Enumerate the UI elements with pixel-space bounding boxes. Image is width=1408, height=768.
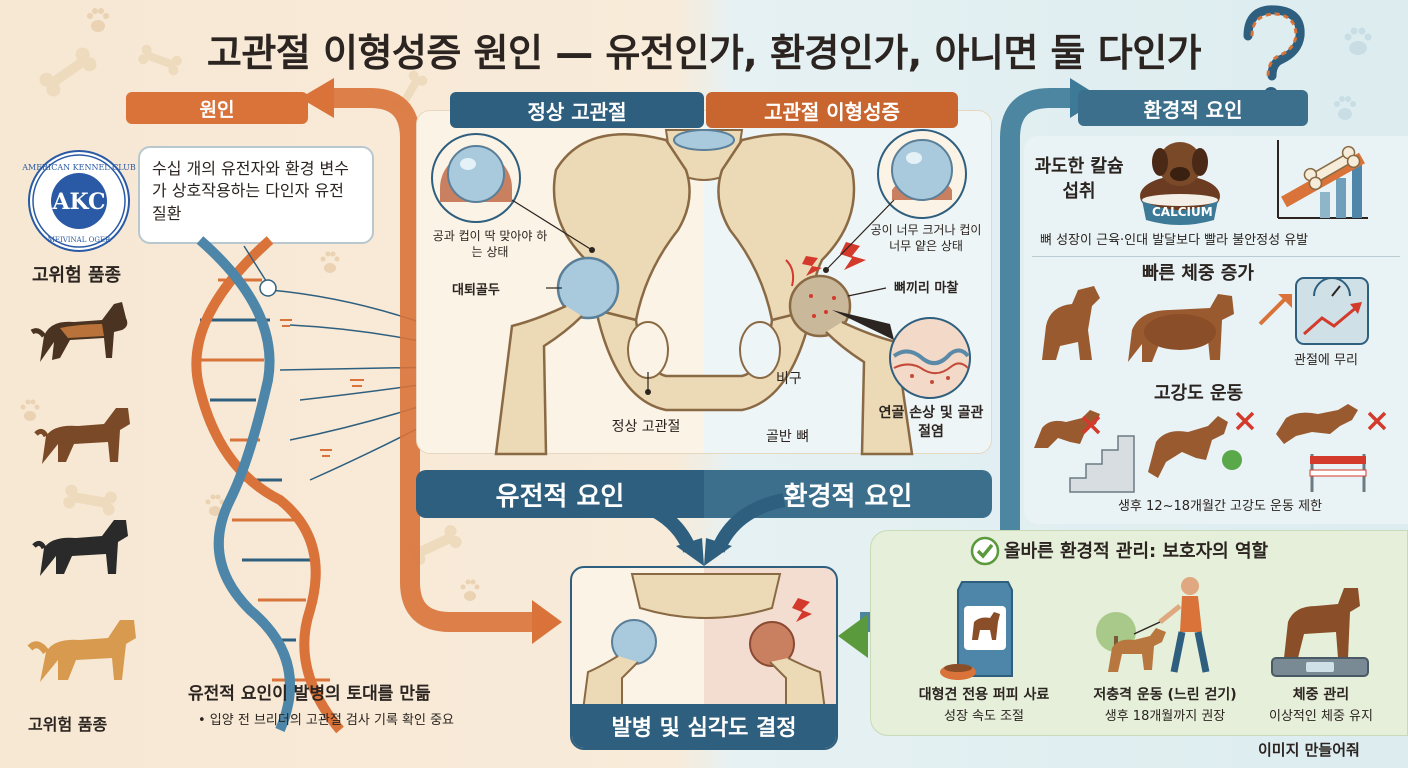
heavy-dog-icon	[1128, 294, 1234, 362]
normal-hip-header: 정상 고관절	[450, 92, 704, 128]
dog-icon	[30, 302, 128, 362]
outcome-panel: 발병 및 심각도 결정	[570, 566, 838, 750]
food-bag-icon	[940, 581, 1013, 680]
management-flow-arrow	[838, 614, 868, 658]
trend-arrow-icon	[1258, 294, 1292, 326]
dysplasia-joint-inset	[877, 129, 967, 219]
multifactor-callout-text: 수십 개의 유전자와 환경 변수가 상호작용하는 다인자 유전 질환	[152, 159, 349, 223]
environmental-factor-band: 환경적 요인	[704, 470, 992, 518]
weighing-dog-icon	[1271, 588, 1369, 677]
converge-arrows	[622, 493, 786, 566]
scale-icon	[1295, 277, 1369, 345]
hurdle-dog-icon	[1276, 404, 1367, 492]
pelvis-bone-label: 골반 뼈	[766, 429, 810, 445]
exercise-title: 고강도 운동	[1154, 383, 1244, 404]
bone-icon	[1303, 145, 1361, 191]
exercise-description: 생후 12~18개월간 고강도 운동 제한	[1118, 499, 1323, 514]
check-icon	[970, 536, 1000, 566]
paw-icon	[1344, 27, 1372, 55]
cartilage-damage-inset	[889, 317, 971, 399]
paw-icon	[1334, 96, 1356, 120]
bone-friction-label: 뼈끼리 마찰	[894, 281, 959, 296]
ball-dog-icon	[1148, 416, 1242, 478]
ball-too-big-label: 공이 너무 크거나 컵이 너무 얕은 상태	[870, 223, 982, 254]
walking-person-dog-icon	[1096, 577, 1210, 673]
cause-header: 원인	[126, 92, 308, 124]
pelvis-illustration	[494, 129, 914, 456]
akc-ring-bottom-text: MEIVINAL OGER	[48, 236, 111, 244]
femoral-head-label: 대퇴골두	[452, 283, 500, 298]
bone-icon	[63, 484, 117, 516]
x-mark-icon	[1367, 411, 1387, 431]
akc-logo-icon: AKC AMERICAN KENNEL CLUB MEIVINAL OGER	[21, 150, 136, 252]
dog-icon	[27, 620, 136, 682]
cartilage-damage-label: 연골 손상 및 골관절염	[878, 405, 984, 440]
callout-connector	[243, 245, 277, 297]
genetic-basis-title: 유전적 요인이 발병의 토대를 만듦	[188, 684, 431, 704]
calcium-title: 과도한 칼슘 섭취	[1034, 156, 1124, 203]
paw-icon	[460, 579, 480, 601]
calcium-description: 뼈 성장이 근육·인대 발달보다 빨라 불안정성 유발	[1040, 233, 1309, 248]
center-leader-lines	[511, 199, 895, 395]
calcium-label: CALCIUM	[1152, 205, 1213, 219]
akc-ring-text: AMERICAN KENNEL CLUB	[21, 163, 136, 172]
bone-icon	[39, 47, 97, 97]
page-title: 고관절 이형성증 원인 — 유전인가, 환경인가, 아니면 둘 다인가	[206, 31, 1202, 75]
calcium-chart-icon	[1277, 140, 1368, 219]
walk-description: 생후 18개월까지 권장	[1104, 709, 1226, 724]
ball-cup-fit-label: 공과 컵이 딱 맞아야 하는 상태	[432, 229, 548, 260]
sitting-dog-icon	[1042, 286, 1100, 360]
weight-management-description: 이상적인 체중 유지	[1269, 709, 1373, 724]
food-title: 대형견 전용 퍼피 사료	[918, 687, 1050, 703]
weight-gain-title: 빠른 체중 증가	[1142, 263, 1254, 284]
multifactor-callout: 수십 개의 유전자와 환경 변수가 상호작용하는 다인자 유전 질환	[138, 146, 374, 244]
akc-logo-text: AKC	[51, 189, 105, 215]
divider	[1032, 256, 1400, 257]
normal-joint-inset	[431, 133, 521, 223]
acetabulum-label: 비구	[776, 371, 802, 387]
paw-icon	[320, 251, 340, 273]
genetic-flow-arrow	[300, 78, 562, 644]
high-risk-breeds-bottom: 고위험 품종	[28, 715, 108, 734]
dna-helix-icon	[191, 236, 344, 734]
environmental-header: 환경적 요인	[1078, 90, 1308, 126]
management-title: 올바른 환경적 관리: 보호자의 역할	[1004, 541, 1269, 562]
dog-icon	[34, 408, 130, 464]
bone-icon	[138, 44, 182, 76]
footer-caption: 이미지 만들어줘	[1258, 741, 1360, 759]
outcome-label: 발병 및 심각도 결정	[572, 704, 836, 748]
walk-title: 저충격 운동 (느린 걷기)	[1093, 687, 1237, 703]
paw-icon	[87, 8, 109, 32]
x-mark-icon	[1235, 411, 1255, 431]
dog-icon	[32, 520, 128, 576]
genetic-basis-bullet: • 입양 전 브리더의 고관절 검사 기록 확인 중요	[198, 713, 455, 728]
weight-management-title: 체중 관리	[1292, 687, 1350, 703]
normal-hip-label: 정상 고관절	[611, 419, 681, 435]
weight-gain-description: 관절에 무리	[1294, 353, 1358, 368]
paw-icon	[20, 399, 40, 421]
high-risk-breeds-top: 고위험 품종	[32, 265, 122, 286]
food-description: 성장 속도 조절	[943, 709, 1025, 724]
calcium-dog-icon	[1140, 142, 1220, 225]
dysplasia-header: 고관절 이형성증	[706, 92, 958, 128]
x-mark-icon	[1081, 415, 1101, 435]
